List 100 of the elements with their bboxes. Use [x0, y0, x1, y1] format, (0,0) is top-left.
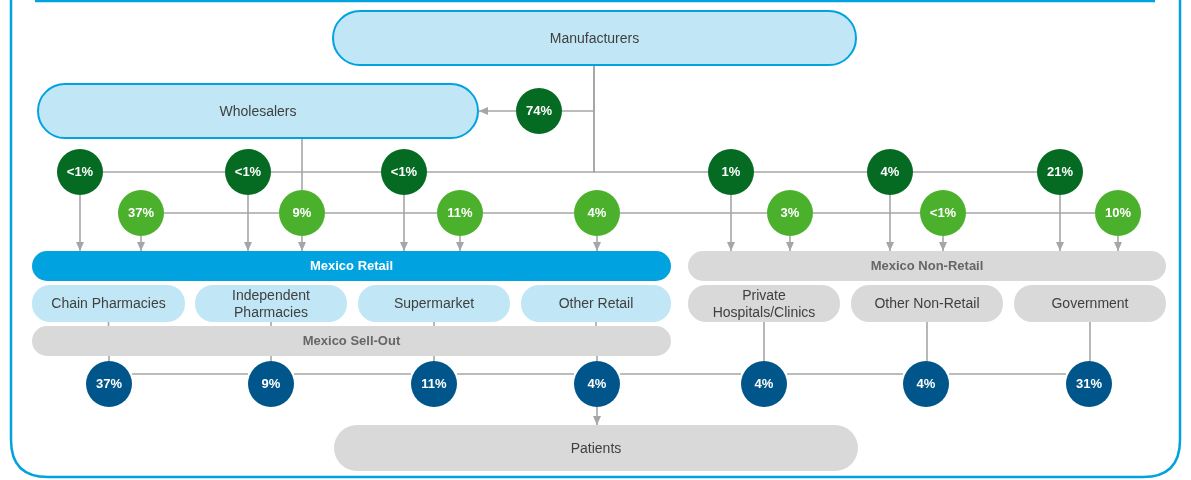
entity-box [334, 425, 858, 471]
connector-line [1089, 321, 1091, 362]
percentage-value: 37% [96, 376, 122, 392]
percentage-value: 21% [1047, 164, 1073, 180]
box-label: Chain Pharmacies [50, 295, 167, 312]
segment-box [32, 285, 185, 322]
connector-line [482, 212, 575, 214]
percentage-value: 9% [292, 205, 312, 221]
box-label: Supermarket [392, 295, 476, 312]
connector-line [270, 355, 272, 362]
box-label: Mexico Retail [309, 258, 394, 274]
arrow [76, 194, 84, 252]
connector-line [948, 373, 1067, 375]
percentage-value: 11% [421, 376, 447, 392]
percentage-circle [920, 190, 966, 236]
percentage-circle [903, 361, 949, 407]
percentage-circle [225, 149, 271, 195]
channel-bar [32, 326, 671, 356]
percentage-circle [437, 190, 483, 236]
percentage-value: <1% [234, 164, 262, 180]
connector-line [619, 373, 742, 375]
percentage-value: 4% [880, 164, 900, 180]
connector-line [595, 321, 597, 327]
connector-line [270, 321, 272, 327]
connector-line [107, 321, 110, 327]
percentage-value: 37% [128, 205, 154, 221]
percentage-circle [381, 149, 427, 195]
percentage-value: 4% [587, 376, 607, 392]
percentage-circle [248, 361, 294, 407]
arrow [1114, 235, 1122, 252]
percentage-circle [411, 361, 457, 407]
connector-line [108, 355, 110, 362]
percentage-value: 3% [780, 205, 800, 221]
percentage-circle [574, 361, 620, 407]
arrow [244, 194, 252, 252]
box-label: Other Non-Retail [873, 295, 981, 312]
connector-line [926, 321, 928, 362]
segment-box [1014, 285, 1166, 322]
connector-line [619, 212, 768, 214]
percentage-circle [741, 361, 787, 407]
connector-line [763, 321, 765, 362]
channel-bar [32, 251, 671, 281]
connector-line [293, 373, 412, 375]
percentage-circle [57, 149, 103, 195]
arrow [1056, 194, 1064, 252]
percentage-value: <1% [929, 205, 957, 221]
arrow [298, 235, 306, 252]
entity-box [37, 83, 479, 139]
arrow [786, 235, 794, 252]
connector-line [596, 355, 598, 362]
connector-line [456, 373, 575, 375]
connector-line [786, 373, 904, 375]
arrow [137, 235, 145, 252]
connector-line [301, 138, 303, 191]
percentage-circle [1095, 190, 1141, 236]
segment-box [688, 285, 840, 322]
percentage-circle [516, 88, 562, 134]
box-label: Mexico Non-Retail [870, 258, 984, 274]
connector-line [593, 65, 709, 173]
percentage-value: <1% [390, 164, 418, 180]
arrow [727, 194, 735, 252]
segment-box [521, 285, 671, 322]
percentage-value: 9% [261, 376, 281, 392]
arrow [400, 194, 408, 252]
connector-line [753, 171, 868, 173]
segment-box [358, 285, 510, 322]
percentage-value: 4% [754, 376, 774, 392]
percentage-value: <1% [66, 164, 94, 180]
box-label: Wholesalers [219, 102, 297, 120]
segment-box [195, 285, 347, 322]
box-label: Government [1050, 295, 1130, 312]
arrow [593, 406, 601, 426]
connector-line [433, 355, 435, 362]
box-label: Patients [570, 439, 622, 457]
connector-line [812, 212, 921, 214]
arrow [478, 107, 517, 115]
percentage-circle [708, 149, 754, 195]
connector-line [324, 212, 438, 214]
box-label: Other Retail [557, 295, 635, 312]
percentage-value: 31% [1076, 376, 1102, 392]
box-label: Independent Pharmacies [231, 286, 311, 321]
percentage-circle [767, 190, 813, 236]
percentage-circle [86, 361, 132, 407]
segment-box [851, 285, 1003, 322]
percentage-circle [118, 190, 164, 236]
percentage-circle [1037, 149, 1083, 195]
connector-line [270, 171, 382, 173]
percentage-value: 1% [721, 164, 741, 180]
percentage-circle [279, 190, 325, 236]
percentage-value: 10% [1105, 205, 1131, 221]
percentage-value: 4% [916, 376, 936, 392]
percentage-value: 4% [587, 205, 607, 221]
connector-line [912, 171, 1038, 173]
connector-line [965, 212, 1096, 214]
box-label: Manufacturers [549, 29, 640, 47]
percentage-value: 11% [447, 205, 473, 221]
percentage-value: 74% [526, 103, 552, 119]
arrow [593, 235, 601, 252]
arrow [886, 194, 894, 252]
connector-line [163, 212, 280, 214]
